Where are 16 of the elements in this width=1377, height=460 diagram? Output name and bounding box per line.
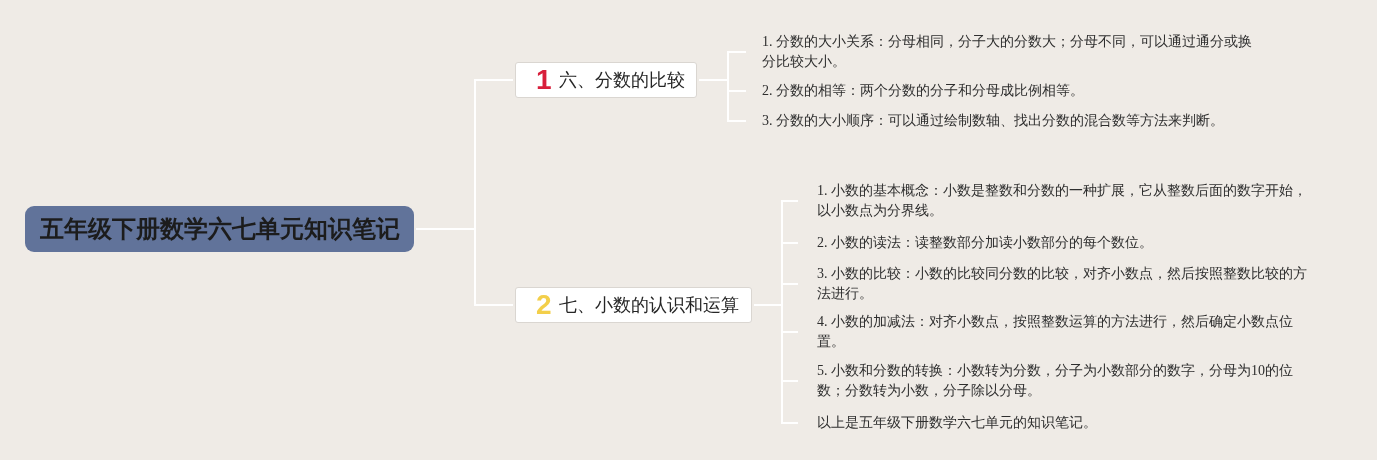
note-text: 1. 小数的基本概念：小数是整数和分数的一种扩展，它从整数后面的数字开始，以小数点为分界线。: [800, 181, 1312, 221]
topic-title: 六、分数的比较: [558, 69, 685, 92]
priority-number: 2: [536, 290, 552, 320]
priority-number: 1: [536, 65, 552, 95]
note-text: 5. 小数和分数的转换：小数转为分数，分子为小数部分的数字，分母为10的位数；分数转为小数，分子除以分母。: [800, 361, 1302, 401]
note-text: 2. 小数的读法：读整数部分加读小数部分的每个数位。: [800, 233, 1312, 253]
topic-box: [515, 62, 697, 98]
note-text: 3. 小数的比较：小数的比较同分数的比较，对齐小数点，然后按照整数比较的方法进行。: [800, 264, 1312, 304]
note-text: 4. 小数的加减法：对齐小数点，按照整数运算的方法进行，然后确定小数点位置。: [800, 312, 1312, 352]
topic-box: [515, 287, 752, 323]
central-topic-box: 五年级下册数学六七单元知识笔记: [25, 206, 414, 252]
note-text: 1. 分数的大小关系：分母相同，分子大的分数大；分母不同，可以通过通分或换分比较大小。: [748, 32, 1257, 72]
note-text: 以上是五年级下册数学六七单元的知识笔记。: [800, 413, 1312, 433]
topic-title: 七、小数的认识和运算: [558, 294, 739, 317]
note-text: 2. 分数的相等：两个分数的分子和分母成比例相等。: [748, 81, 1257, 101]
note-text: 3. 分数的大小顺序：可以通过绘制数轴、找出分数的混合数等方法来判断。: [748, 111, 1257, 131]
